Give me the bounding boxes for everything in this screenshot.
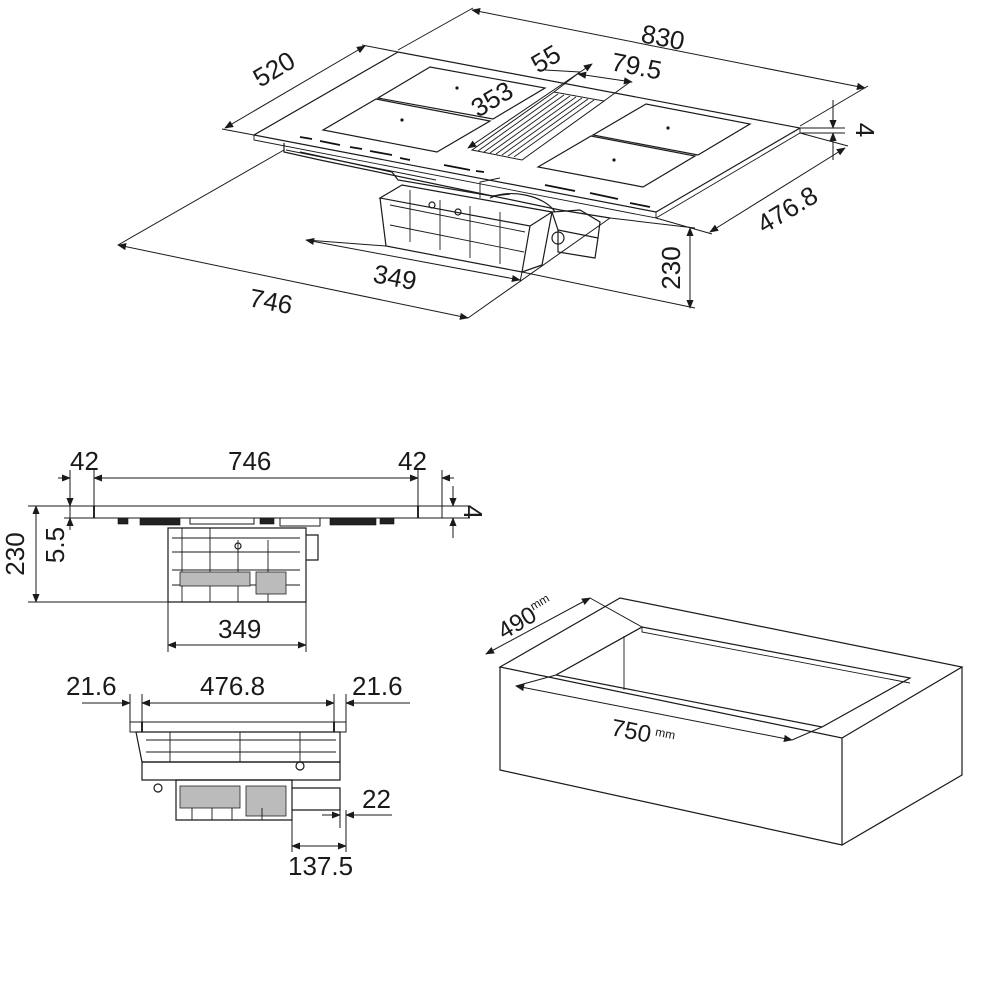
side-glass [129,721,347,733]
dim-iso-4: 4 [850,123,880,137]
front-dimensions: 42 746 42 4 230 5.5 349 [0,446,488,652]
dim-55: 55 [526,39,566,80]
dim-side-476-8: 476.8 [200,671,265,701]
cutout-view: 490mm 750mm [485,591,964,846]
dim-side-137-5: 137.5 [288,851,353,881]
isometric-view: 830 520 55 79.5 353 4 476.8 [117,7,880,320]
dim-830: 830 [639,18,687,56]
dim-iso-230: 230 [656,246,686,289]
dim-front-5-5: 5.5 [40,527,70,563]
cooking-zone-right-rear [591,103,752,156]
front-frame [117,517,395,527]
dim-side-21-6-left: 21.6 [66,671,117,701]
side-frame [135,731,341,793]
iso-dimensions: 830 520 55 79.5 353 4 476.8 [117,7,880,320]
dim-side-22: 22 [362,784,391,814]
front-motor-body [167,527,319,603]
front-glass [69,505,443,519]
dim-front-230: 230 [0,532,30,575]
dim-front-746: 746 [228,446,271,476]
cutout-dimensions: 490mm 750mm [485,591,823,753]
counter-right-face [841,667,963,846]
dim-front-42-left: 42 [70,446,99,476]
dim-front-349: 349 [218,614,261,644]
dim-front-42-right: 42 [398,446,427,476]
dim-iso-349: 349 [371,258,419,296]
side-motor-body [175,779,341,821]
counter-front-face [499,667,843,846]
cooking-zone-left-front [321,98,492,153]
front-view: 42 746 42 4 230 5.5 349 [0,446,488,652]
dim-cutout-490: 490mm [493,591,558,645]
dim-476-8: 476.8 [752,180,823,239]
side-dimensions: 21.6 476.8 21.6 22 137.5 [66,671,410,881]
cutout-opening [554,626,912,728]
dim-520: 520 [248,45,301,93]
dim-iso-746: 746 [247,282,295,320]
dim-front-4: 4 [458,505,488,519]
dim-cutout-750: 750mm [609,714,677,753]
cooking-zone-right-front [536,135,697,188]
extractor-motor-body [378,171,601,273]
dim-side-21-6-right: 21.6 [352,671,403,701]
touch-controls [299,136,651,208]
side-view: 21.6 476.8 21.6 22 137.5 [66,671,410,881]
